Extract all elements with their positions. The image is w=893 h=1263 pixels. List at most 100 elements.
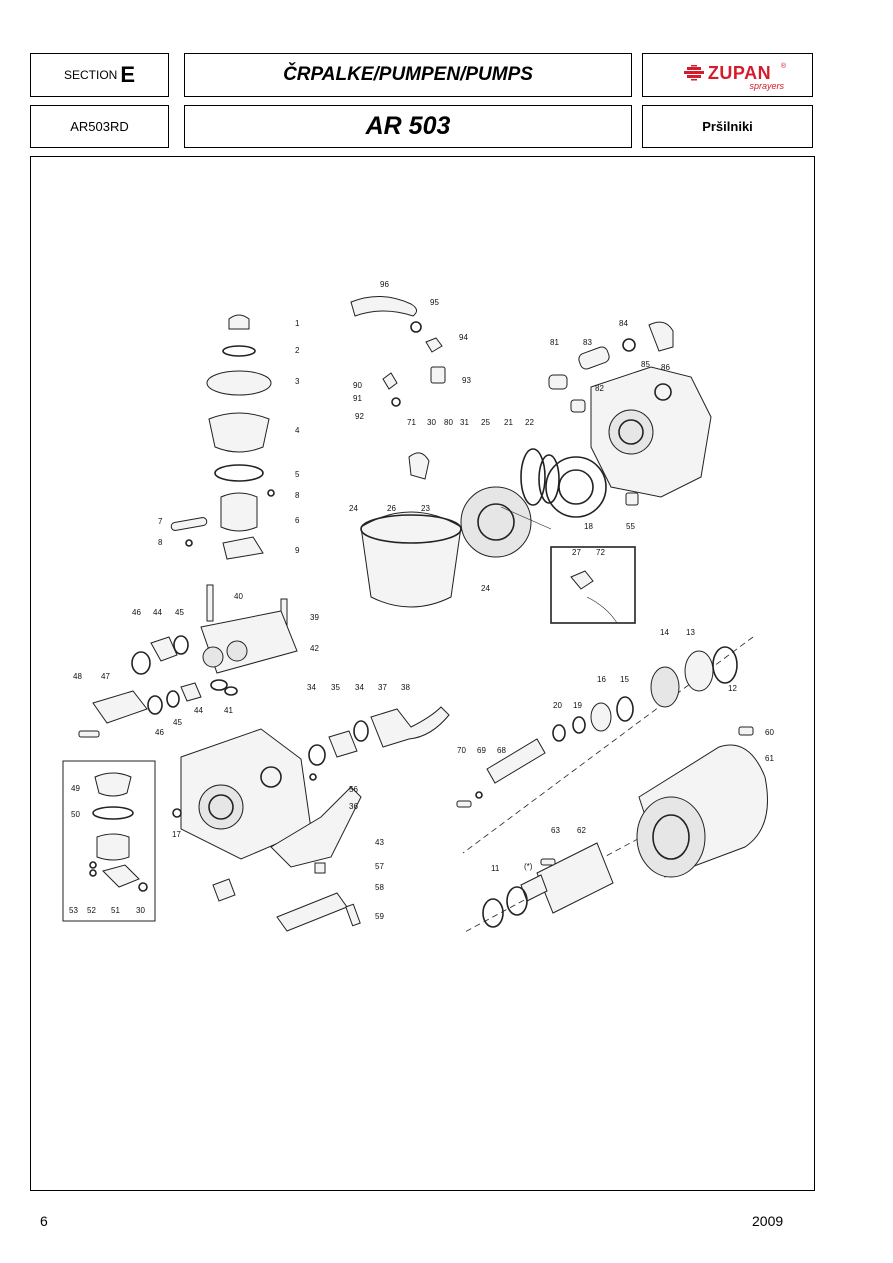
category-title-box: ČRPALKE/PUMPEN/PUMPS [184,53,632,97]
logo-box: ZUPAN ® sprayers [642,53,813,97]
callout-34: 34 [307,683,316,692]
callout-21: 21 [504,418,513,427]
callout-90: 90 [353,381,362,390]
callout-11: 11 [491,864,500,873]
hose-fittings-group [350,296,446,407]
callout-83: 83 [583,338,592,347]
callout-17: 17 [172,830,181,839]
callout-12: 12 [728,684,737,693]
exploded-pump-diagram: 96 95 94 93 90 91 92 84 83 81 82 85 86 7… [62,280,774,934]
callout-14: 14 [660,628,669,637]
callout-95: 95 [430,298,439,307]
section-label: SECTION [63,68,118,82]
callout-44: 44 [153,608,162,617]
callout-81: 81 [550,338,559,347]
callout-62: 62 [577,826,586,835]
callout-24b: 24 [481,584,490,593]
bearing-group [456,636,754,854]
callout-52: 52 [87,906,96,915]
pump-body-group [172,706,450,932]
callout-23: 23 [421,504,430,513]
callout-note: (*) [524,862,533,871]
callout-55: 55 [626,522,635,531]
category-title: ČRPALKE/PUMPEN/PUMPS [283,64,533,85]
product-code: AR503RD [70,119,129,134]
filter-inset-group [62,760,156,922]
callout-25: 25 [481,418,490,427]
callout-30: 30 [427,418,436,427]
callout-24: 24 [349,504,358,513]
callout-27: 27 [572,548,581,557]
callout-47: 47 [101,672,110,681]
callout-20: 20 [553,701,562,710]
callout-57: 57 [375,862,384,871]
callout-71: 71 [407,418,416,427]
callout-70: 70 [457,746,466,755]
subtitle-box: Pršilniki [642,105,813,148]
callout-72: 72 [596,548,605,557]
callout-31: 31 [460,418,469,427]
callout-61: 61 [765,754,774,763]
callout-53: 53 [69,906,78,915]
model-title: AR 503 [365,112,451,140]
brand-registered: ® [780,63,786,70]
callout-6: 6 [295,516,300,525]
callout-51: 51 [111,906,120,915]
callout-38: 38 [401,683,410,692]
callout-82: 82 [595,384,604,393]
callout-13: 13 [686,628,695,637]
callout-18: 18 [584,522,593,531]
callout-86: 86 [661,363,670,372]
callout-49: 49 [71,784,80,793]
diagram-frame: 96 95 94 93 90 91 92 84 83 81 82 85 86 7… [30,156,815,1191]
page-number: 6 [40,1213,48,1229]
callout-96: 96 [380,280,389,289]
brand-logo: ZUPAN [683,64,771,82]
brand-sub: sprayers [749,81,784,91]
callout-80: 80 [444,418,453,427]
callout-68: 68 [497,746,506,755]
callout-69: 69 [477,746,486,755]
callout-40: 40 [234,592,243,601]
year: 2009 [752,1213,784,1229]
callout-92: 92 [355,412,364,421]
section-box: SECTION E [30,53,169,97]
valve-stack-group [170,314,275,560]
callout-4: 4 [295,426,300,435]
callout-60: 60 [765,728,774,737]
callout-19: 19 [573,701,582,710]
callout-26: 26 [387,504,396,513]
callout-1: 1 [295,319,300,328]
callout-50: 50 [71,810,80,819]
callout-45: 45 [175,608,184,617]
manifold-group [78,584,298,738]
callout-36: 36 [349,802,358,811]
gearbox-group [462,726,768,934]
callout-93: 93 [462,376,471,385]
callout-84: 84 [619,319,628,328]
callout-15: 15 [620,675,629,684]
model-box: AR 503 [184,105,632,148]
callout-59: 59 [375,912,384,921]
callout-46: 46 [132,608,141,617]
callout-48: 48 [73,672,82,681]
brand-mark-icon [683,65,704,81]
callout-58: 58 [375,883,384,892]
callout-42: 42 [310,644,319,653]
callout-94: 94 [459,333,468,342]
callout-44b: 44 [194,706,203,715]
subtitle: Pršilniki [702,119,753,134]
callout-37: 37 [378,683,387,692]
callout-39: 39 [310,613,319,622]
callout-34b: 34 [355,683,364,692]
section-letter: E [120,62,136,87]
callout-7: 7 [158,517,163,526]
callout-45b: 45 [173,718,182,727]
code-box: AR503RD [30,105,169,148]
callout-3: 3 [295,377,300,386]
callout-43: 43 [375,838,384,847]
callout-41: 41 [224,706,233,715]
callout-8: 8 [295,491,300,500]
callout-30b: 30 [136,906,145,915]
callout-85: 85 [641,360,650,369]
